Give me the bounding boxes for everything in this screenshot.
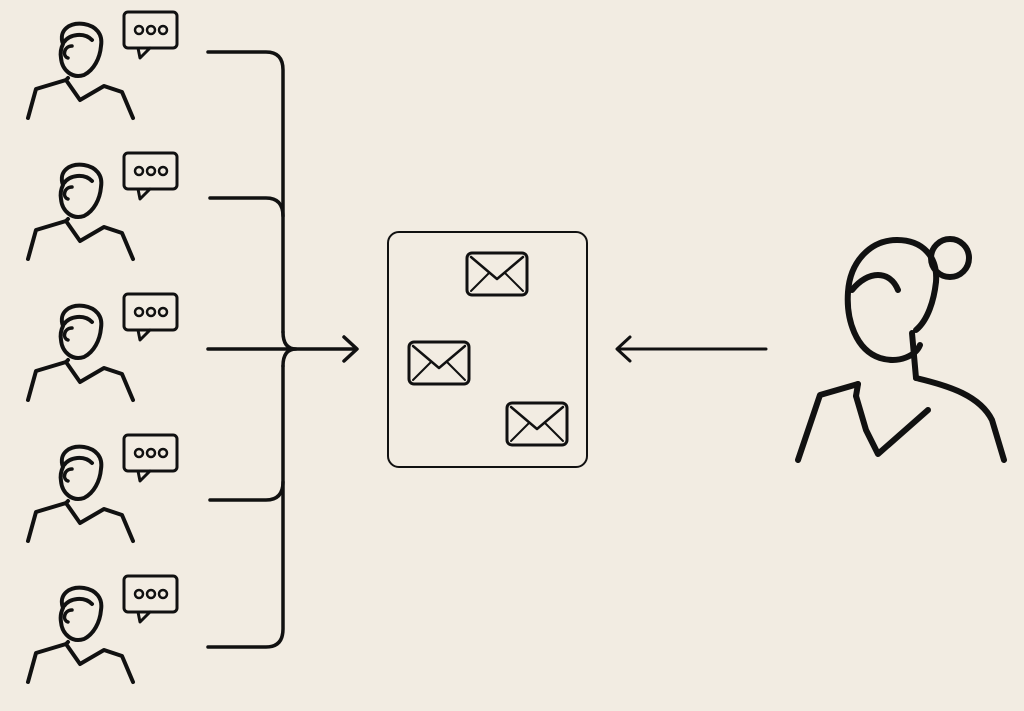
sender-person-2 [26,151,179,261]
sender-person-1 [26,10,179,120]
connector-line-1 [206,50,285,334]
envelope-icon [505,401,569,447]
sender-group [26,10,179,684]
female-person-icon [795,236,1007,463]
receiver-connector [615,335,768,363]
sender-person-5 [26,574,179,684]
arrowhead-left-icon [615,335,632,363]
sender-person-3 [26,292,179,402]
sender-connector [206,50,359,649]
inbox-box [387,231,588,468]
connector-line-4 [208,480,285,502]
sender-person-4 [26,433,179,543]
arrowhead-right-icon [342,335,359,363]
connector-line-2 [208,196,285,218]
connector-line-5 [206,364,285,649]
envelope-icon [407,340,471,386]
envelope-icon [465,251,529,297]
